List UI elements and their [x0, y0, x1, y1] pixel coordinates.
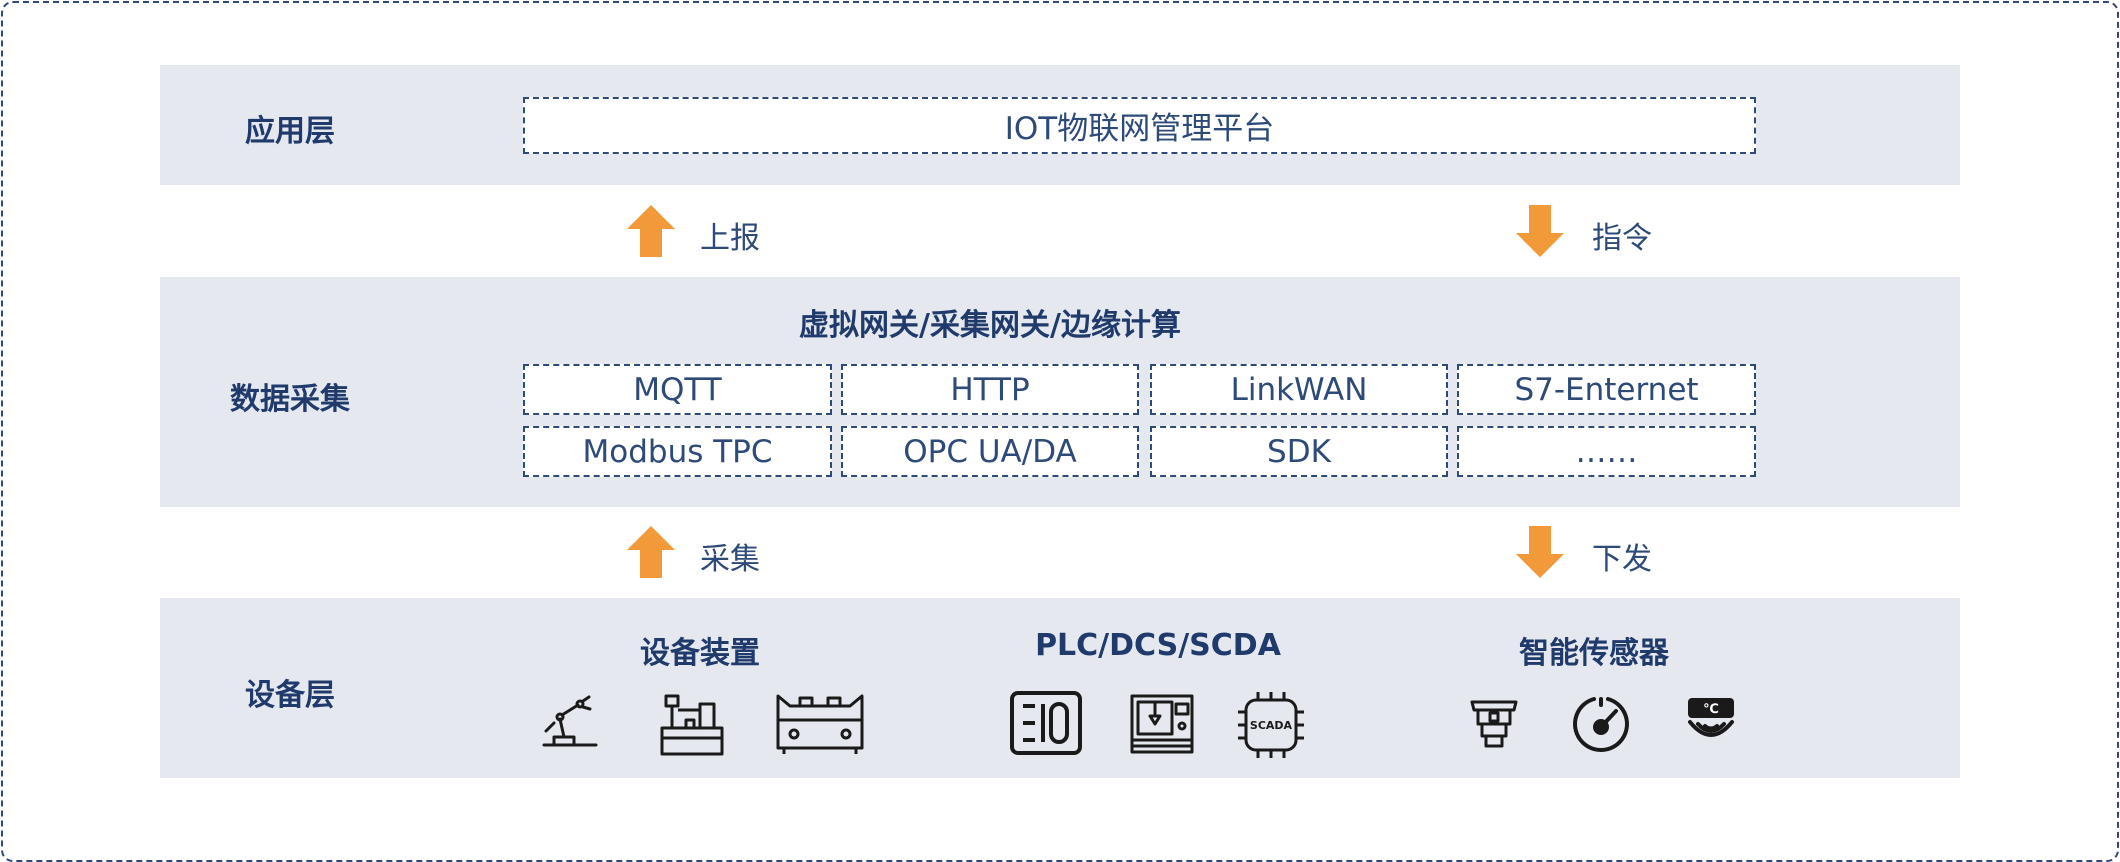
conveyor-machine-icon	[776, 694, 864, 754]
protocol-box-s7: S7-Enternet	[1457, 364, 1756, 415]
data-collection-layer-label: 数据采集	[230, 382, 350, 417]
command-label: 指令	[1592, 221, 1652, 256]
scada-chip-text: SCADA	[1250, 719, 1293, 732]
report-label: 上报	[700, 221, 760, 256]
protocol-box-http: HTTP	[841, 364, 1139, 415]
protocol-box-modbus: Modbus TPC	[523, 426, 832, 477]
temperature-sensor-icon: ℃	[1688, 698, 1734, 737]
protocol-box-linkwan: LinkWAN	[1150, 364, 1448, 415]
protocol-box-opc: OPC UA/DA	[841, 426, 1139, 477]
iot-platform-box: IOT物联网管理平台	[523, 97, 1756, 154]
gateway-title: 虚拟网关/采集网关/边缘计算	[799, 308, 1181, 343]
collect-arrow-up-icon	[627, 526, 675, 578]
dispatch-label: 下发	[1592, 542, 1652, 577]
robot-arm-icon	[542, 695, 598, 747]
dispatch-arrow-down-icon	[1516, 526, 1564, 578]
collect-label: 采集	[700, 542, 760, 577]
assembly-machine-icon	[660, 694, 724, 756]
device-layer-band	[160, 598, 1960, 778]
plc-io-icon	[1010, 691, 1082, 755]
application-layer-label: 应用层	[245, 114, 335, 149]
device-group-title-sensors: 智能传感器	[1519, 636, 1669, 671]
protocol-box-mqtt: MQTT	[523, 364, 832, 415]
sensor-icon	[1470, 700, 1518, 748]
device-group-title-plc: PLC/DCS/SCDA	[1035, 628, 1281, 663]
protocol-box-sdk: SDK	[1150, 426, 1448, 477]
device-layer-label: 设备层	[245, 678, 335, 713]
scada-chip-icon: SCADA	[1238, 692, 1304, 758]
device-group-title-equipment: 设备装置	[640, 636, 760, 671]
protocol-box-more: ……	[1457, 426, 1756, 477]
command-arrow-down-icon	[1516, 205, 1564, 257]
gauge-icon	[1573, 697, 1629, 753]
report-arrow-up-icon	[627, 205, 675, 257]
temperature-unit-text: ℃	[1703, 702, 1719, 717]
cnc-machine-icon	[1130, 694, 1194, 754]
